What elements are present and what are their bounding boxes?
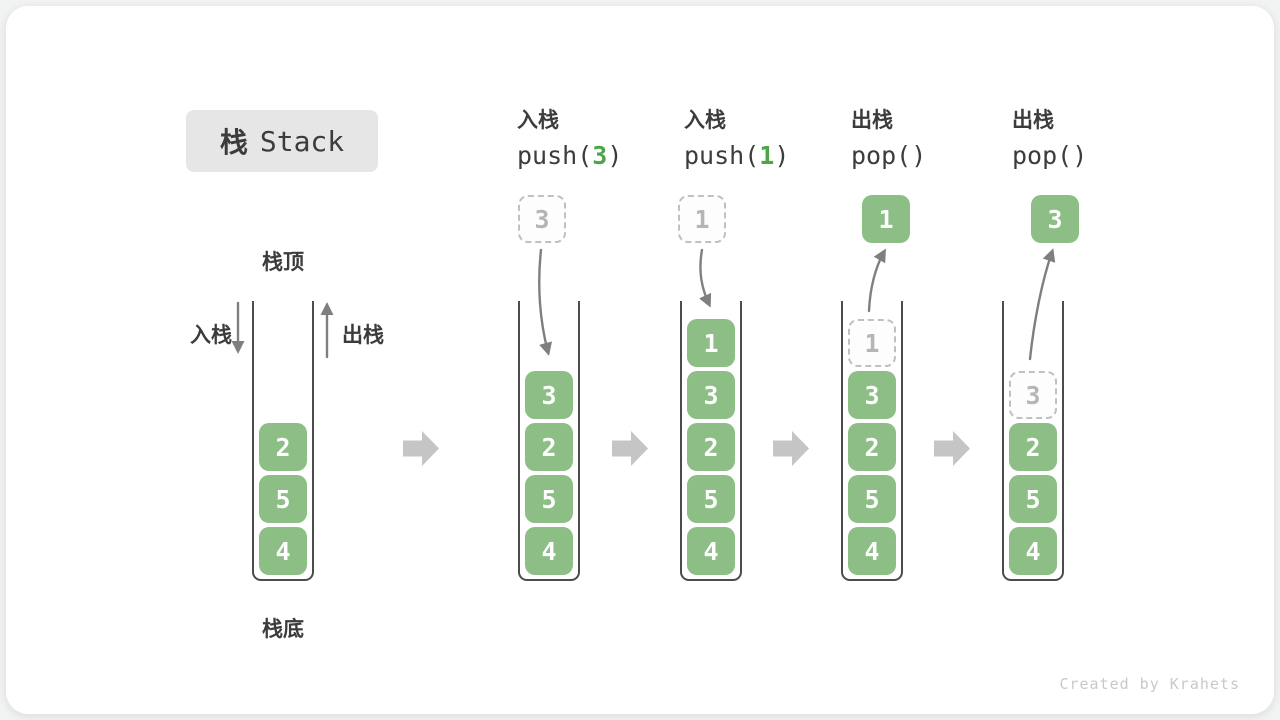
floating-value-box: 3: [1031, 195, 1079, 243]
code-post: ): [1072, 141, 1088, 170]
watermark-credit: Created by Krahets: [1059, 675, 1240, 693]
stack-item-box: 2: [525, 423, 573, 471]
operation-zh: 入栈: [517, 109, 559, 132]
stack-item-box: 3: [848, 371, 896, 419]
operation-label-push-1: 入栈 push(1): [684, 104, 789, 170]
stack-top-label: 栈顶: [262, 251, 304, 274]
stack-item-box: 1: [687, 319, 735, 367]
code-pre: push(: [517, 141, 593, 170]
title-zh: 栈: [219, 127, 248, 158]
operation-code: pop(): [1012, 141, 1087, 170]
operation-zh: 出栈: [851, 109, 893, 132]
pop-direction-label: 出栈: [342, 324, 384, 347]
code-pre: pop(: [1012, 141, 1073, 170]
stack-item-box: 4: [1009, 527, 1057, 575]
stack-item-box: 5: [259, 475, 307, 523]
stack-item-box: 5: [848, 475, 896, 523]
code-arg: 1: [759, 141, 775, 170]
stack-item-box: 4: [525, 527, 573, 575]
stack-item-box: 2: [687, 423, 735, 471]
figure-title-box: 栈 Stack: [186, 110, 378, 172]
code-arg: 3: [592, 141, 608, 170]
operation-label-push-3: 入栈 push(3): [517, 104, 622, 170]
floating-value-box: 1: [678, 195, 726, 243]
operation-code: push(1): [684, 141, 789, 170]
title-en: Stack: [259, 124, 345, 158]
stack-item-box: 5: [687, 475, 735, 523]
stack-ghost-box: 3: [1009, 371, 1057, 419]
stack-item-box: 3: [525, 371, 573, 419]
operation-code: pop(): [851, 141, 926, 170]
stack-item-box: 5: [525, 475, 573, 523]
floating-value-box: 1: [862, 195, 910, 243]
operation-code: push(3): [517, 141, 622, 170]
stack-ghost-box: 1: [848, 319, 896, 367]
operation-label-pop-2: 出栈 pop(): [1012, 104, 1087, 170]
code-post: ): [911, 141, 927, 170]
code-pre: pop(: [851, 141, 912, 170]
stack-item-box: 2: [848, 423, 896, 471]
stack-item-box: 4: [848, 527, 896, 575]
stack-item-box: 5: [1009, 475, 1057, 523]
stack-item-box: 4: [687, 527, 735, 575]
floating-value-box: 3: [518, 195, 566, 243]
operation-zh: 出栈: [1012, 109, 1054, 132]
operation-label-pop-1: 出栈 pop(): [851, 104, 926, 170]
code-pre: push(: [684, 141, 760, 170]
code-post: ): [607, 141, 623, 170]
stack-item-box: 3: [687, 371, 735, 419]
code-post: ): [774, 141, 790, 170]
operation-zh: 入栈: [684, 109, 726, 132]
stack-item-box: 4: [259, 527, 307, 575]
stack-item-box: 2: [1009, 423, 1057, 471]
stack-item-box: 2: [259, 423, 307, 471]
stack-bottom-label: 栈底: [262, 618, 304, 641]
push-direction-label: 入栈: [190, 324, 232, 347]
